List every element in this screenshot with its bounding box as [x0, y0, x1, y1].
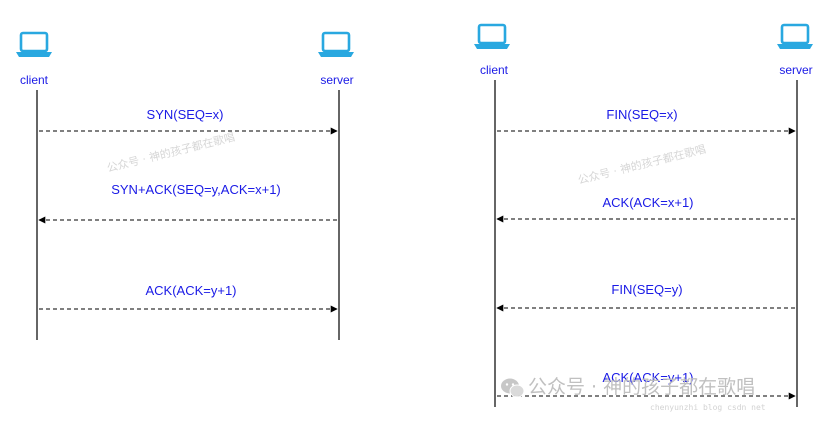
message-label: SYN+ACK(SEQ=y,ACK=x+1) — [111, 182, 281, 197]
message-label: FIN(SEQ=x) — [606, 107, 677, 122]
message-label: ACK(ACK=y+1) — [602, 370, 693, 385]
client-node: client — [14, 31, 54, 87]
server-node: server — [775, 23, 815, 77]
handshake-diagram: client server SYN(SEQ=x) SYN+ACK(SEQ=y,A… — [14, 31, 356, 340]
laptop-icon — [775, 23, 815, 51]
watermark-text: 公众号 · 神的孩子都在歌唱 — [105, 130, 236, 175]
watermark-big-text: 公众号 · 神的孩子都在歌唱 — [528, 376, 755, 398]
message-label: FIN(SEQ=y) — [611, 282, 682, 297]
client-label: client — [480, 63, 509, 77]
laptop-icon — [316, 31, 356, 59]
server-label: server — [779, 63, 812, 77]
message-label: SYN(SEQ=x) — [147, 107, 224, 122]
message-label: ACK(ACK=y+1) — [145, 283, 236, 298]
message-label: ACK(ACK=x+1) — [602, 195, 693, 210]
laptop-icon — [472, 23, 512, 51]
client-node: client — [472, 23, 512, 77]
client-label: client — [20, 73, 49, 87]
watermark-text: 公众号 · 神的孩子都在歌唱 — [576, 142, 707, 187]
watermark-url-text: chenyunzhi blog csdn net — [650, 403, 766, 412]
server-node: server — [316, 31, 356, 87]
laptop-icon — [14, 31, 54, 59]
server-label: server — [320, 73, 353, 87]
teardown-diagram: client server FIN(SEQ=x) ACK(ACK=x+1) FI… — [472, 23, 815, 407]
wechat-icon — [501, 378, 525, 398]
